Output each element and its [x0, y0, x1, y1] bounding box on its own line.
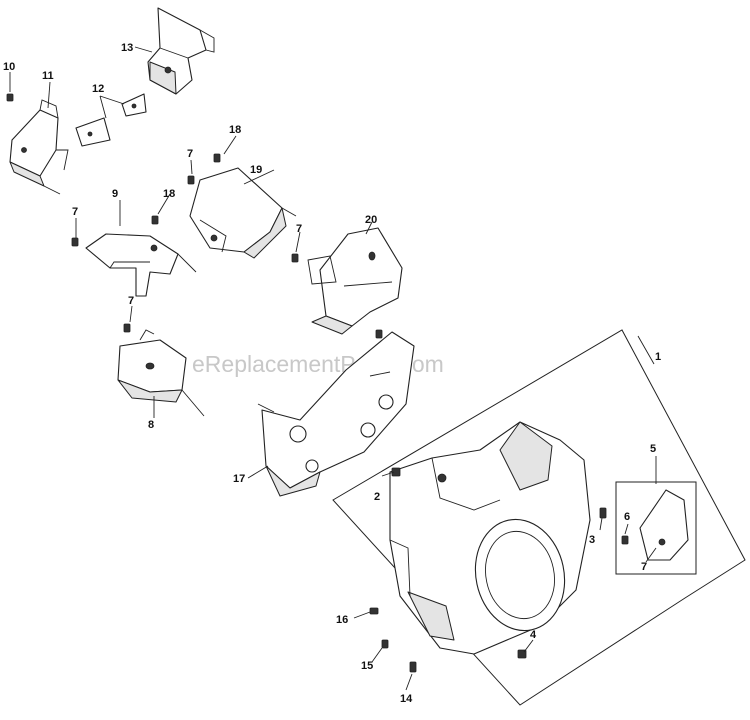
part-17-bracket — [147, 7, 215, 95]
callout-9: 15 — [361, 660, 373, 672]
callout-5: 5 — [650, 443, 656, 455]
callout-18-upper: 18 — [229, 124, 241, 136]
callout-15: 11 — [42, 70, 54, 82]
callout-7-box: 7 — [641, 561, 647, 573]
callout-11: 17 — [233, 473, 245, 485]
callout-7-left: 7 — [72, 206, 78, 218]
callout-14: 10 — [3, 61, 15, 73]
part-11-shroud — [257, 331, 415, 497]
assembly-1-frame — [332, 329, 746, 706]
callout-labels: 13 10 11 12 18 7 19 9 18 7 20 7 7 1 8 5 … — [3, 42, 661, 705]
part-14-screw — [6, 93, 14, 102]
callout-2: 2 — [374, 491, 380, 503]
callout-1: 1 — [655, 351, 661, 363]
leader-lines — [9, 46, 657, 691]
callout-17: 13 — [121, 42, 133, 54]
callout-7-lower: 7 — [128, 295, 134, 307]
part-12-bracket — [117, 329, 205, 417]
callout-7-upper: 7 — [187, 148, 193, 160]
callout-12: 8 — [148, 419, 154, 431]
callout-16: 12 — [92, 83, 104, 95]
callout-6: 6 — [624, 511, 630, 523]
callout-4: 4 — [530, 629, 537, 641]
part-5-kit — [615, 481, 697, 575]
part-20-shroud — [307, 227, 403, 335]
callout-7-middle: 7 — [296, 223, 302, 235]
callout-19: 19 — [250, 164, 262, 176]
part-15-bracket — [9, 99, 69, 195]
part-13-bracket — [85, 233, 197, 297]
part-19-shroud — [189, 167, 297, 259]
fasteners — [71, 153, 607, 673]
part-1-blower-housing[interactable] — [389, 421, 591, 655]
part-16-bracket — [75, 93, 147, 147]
callout-18-lower: 18 — [163, 188, 175, 200]
callout-13: 9 — [112, 188, 118, 200]
callout-3: 3 — [589, 534, 595, 546]
callout-20: 20 — [365, 214, 377, 226]
callout-10: 16 — [336, 614, 348, 626]
callout-8: 14 — [400, 693, 413, 705]
